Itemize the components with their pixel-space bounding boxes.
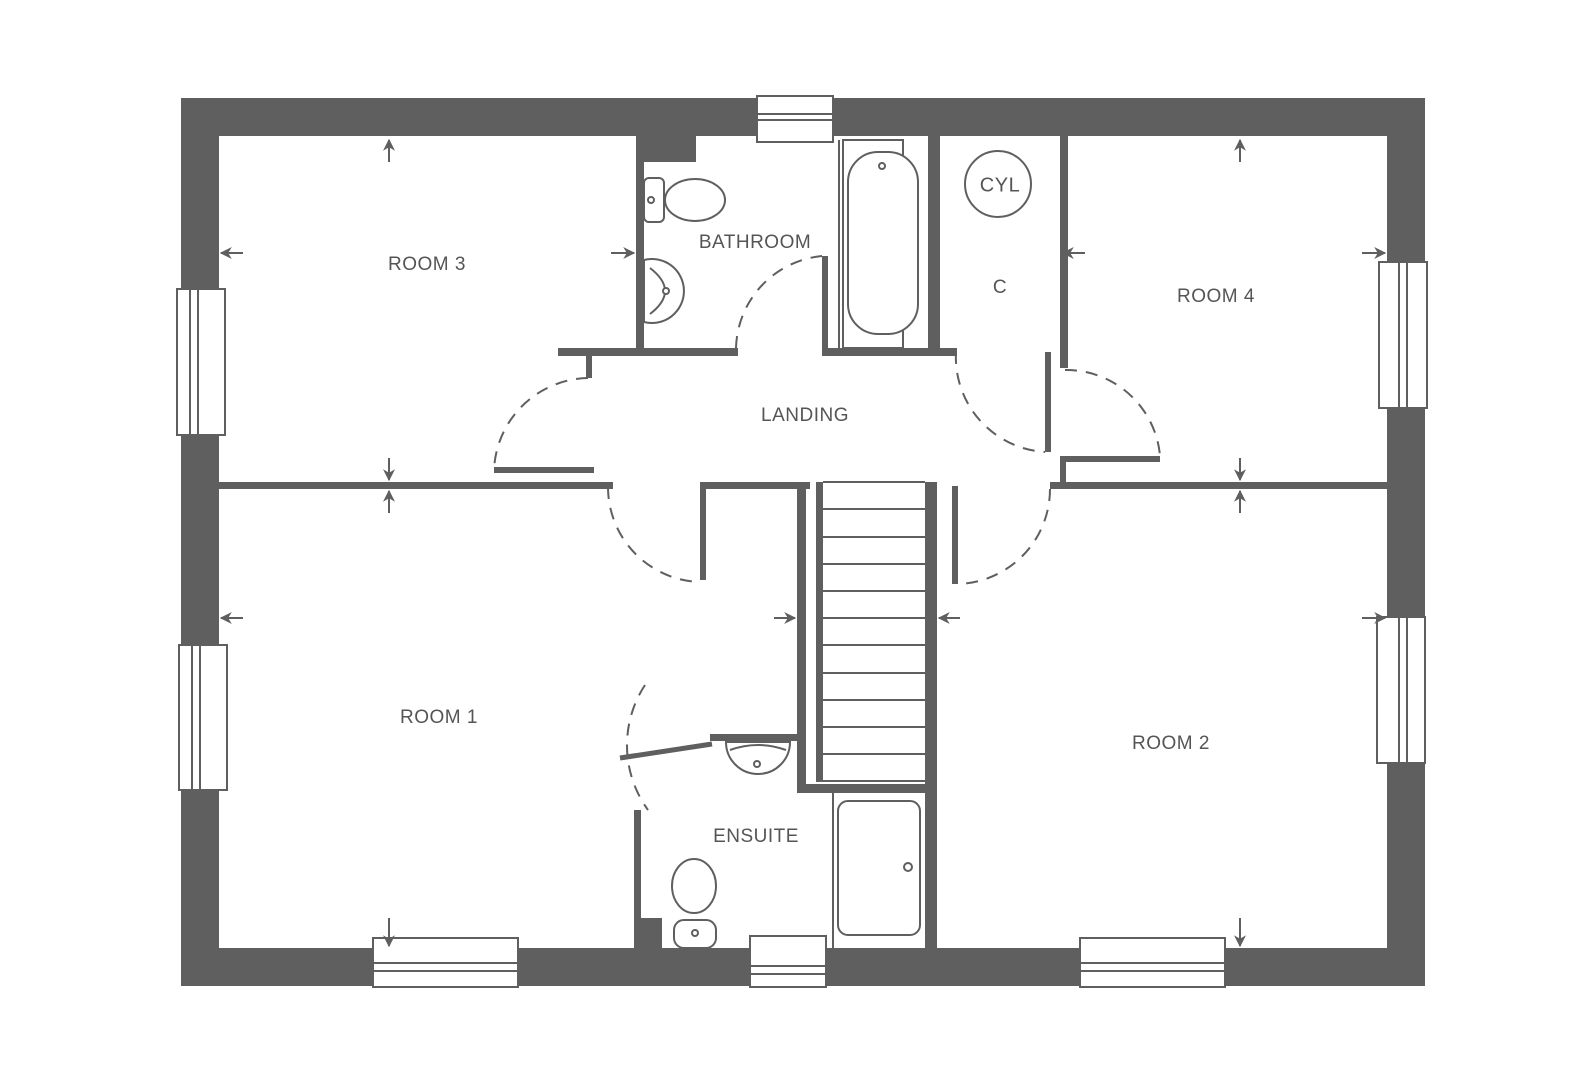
room-label-cupboard: C bbox=[992, 277, 1008, 298]
staircase bbox=[823, 481, 925, 782]
room-label-bathroom: BATHROOM bbox=[698, 232, 812, 253]
room-label-ensuite: ENSUITE bbox=[713, 826, 799, 847]
cylinder-icon bbox=[964, 150, 1032, 218]
ensuite-basin-icon bbox=[724, 741, 792, 775]
room-label-landing: LANDING bbox=[761, 405, 849, 426]
ensuite-toilet-icon bbox=[671, 858, 717, 949]
shower-icon bbox=[832, 793, 921, 948]
room-label-room3: ROOM 3 bbox=[388, 254, 466, 275]
bathroom-toilet-icon bbox=[643, 177, 726, 223]
windows bbox=[176, 95, 1428, 988]
door-swings bbox=[493, 255, 1161, 811]
room-label-room1: ROOM 1 bbox=[400, 707, 478, 728]
ensuite-door bbox=[619, 741, 713, 761]
room-label-room2: ROOM 2 bbox=[1132, 733, 1210, 754]
room-label-room4: ROOM 4 bbox=[1177, 286, 1255, 307]
bathroom-basin-icon bbox=[643, 258, 685, 324]
dimension-arrows bbox=[219, 138, 1387, 948]
room-label-cylinder: CYL bbox=[979, 174, 1021, 197]
bath-icon bbox=[838, 139, 919, 349]
fixtures bbox=[643, 139, 1032, 949]
internal-walls bbox=[219, 136, 1387, 948]
